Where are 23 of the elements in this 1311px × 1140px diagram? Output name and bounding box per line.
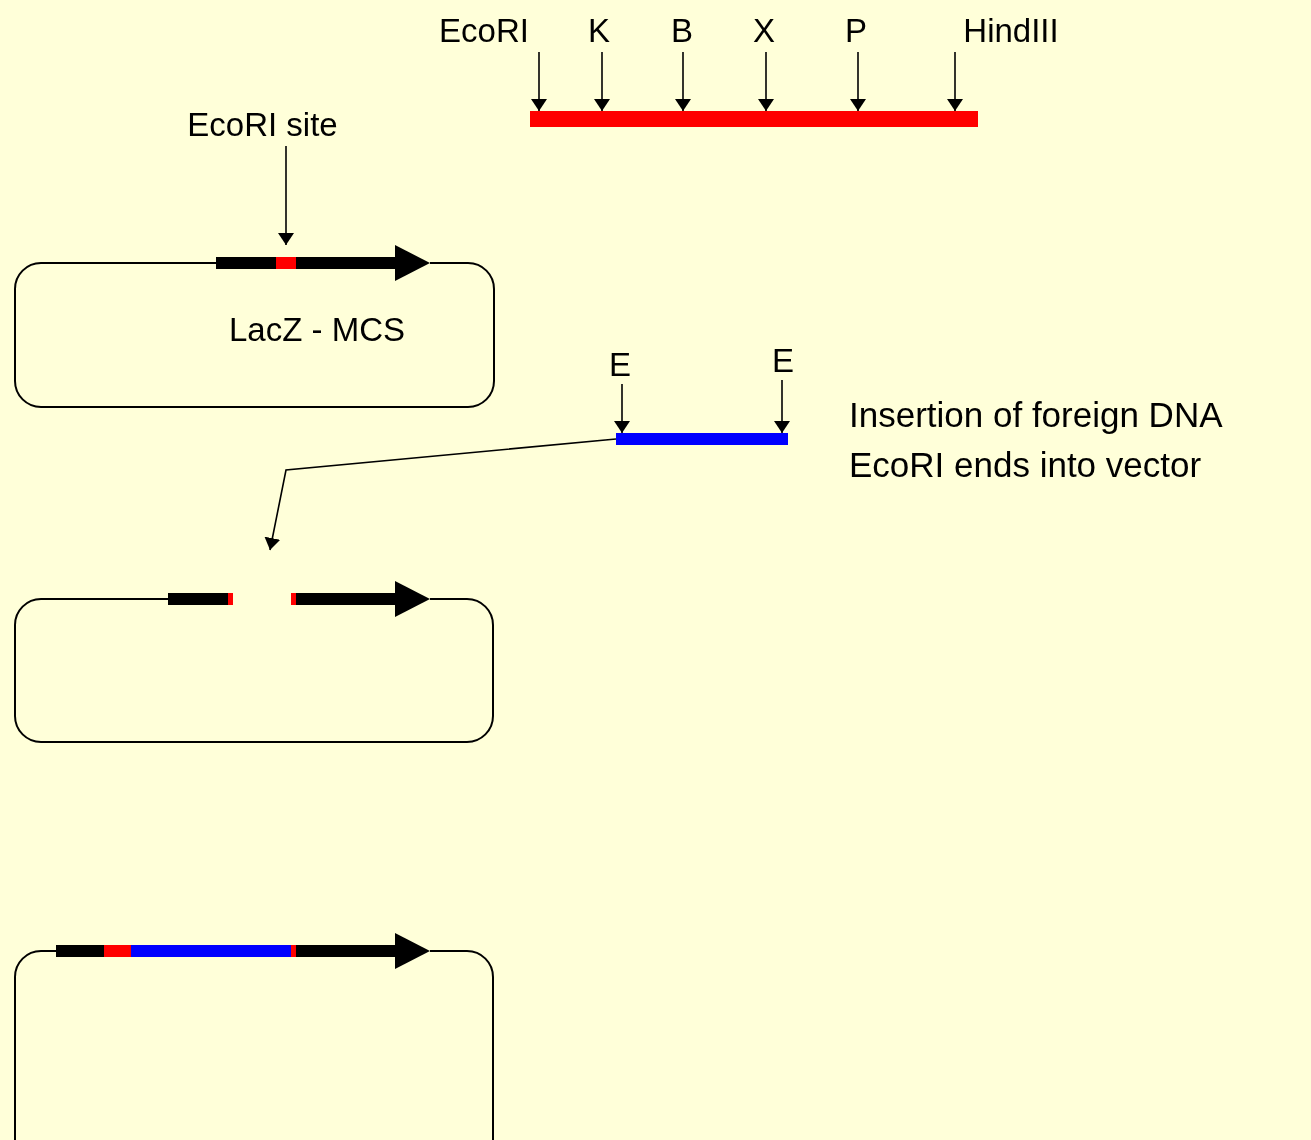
arrow	[850, 51, 866, 112]
gene-label: LacZ - MCS	[229, 310, 406, 350]
site-label: X	[746, 10, 782, 52]
arrow	[614, 383, 630, 434]
arrow	[947, 51, 963, 112]
arrow	[264, 438, 617, 551]
arrow	[531, 51, 547, 112]
dna-fragment-bar	[616, 433, 788, 445]
site-label: B	[664, 10, 700, 52]
arrow	[675, 51, 691, 112]
site-label: E	[768, 340, 798, 380]
note-text: Insertion of foreign DNA EcoRI ends into vector	[849, 394, 1223, 486]
arrow	[758, 51, 774, 112]
site-label: P	[838, 10, 874, 52]
site-label: EcoRI	[430, 10, 538, 52]
arrow	[774, 379, 790, 434]
dna-fragment-bar	[530, 111, 978, 127]
site-label: EcoRI site	[170, 104, 355, 146]
site-label: HindIII	[952, 10, 1070, 52]
arrow	[278, 145, 294, 246]
site-label: E	[605, 344, 635, 384]
site-label: K	[582, 10, 616, 52]
arrow	[594, 51, 610, 112]
